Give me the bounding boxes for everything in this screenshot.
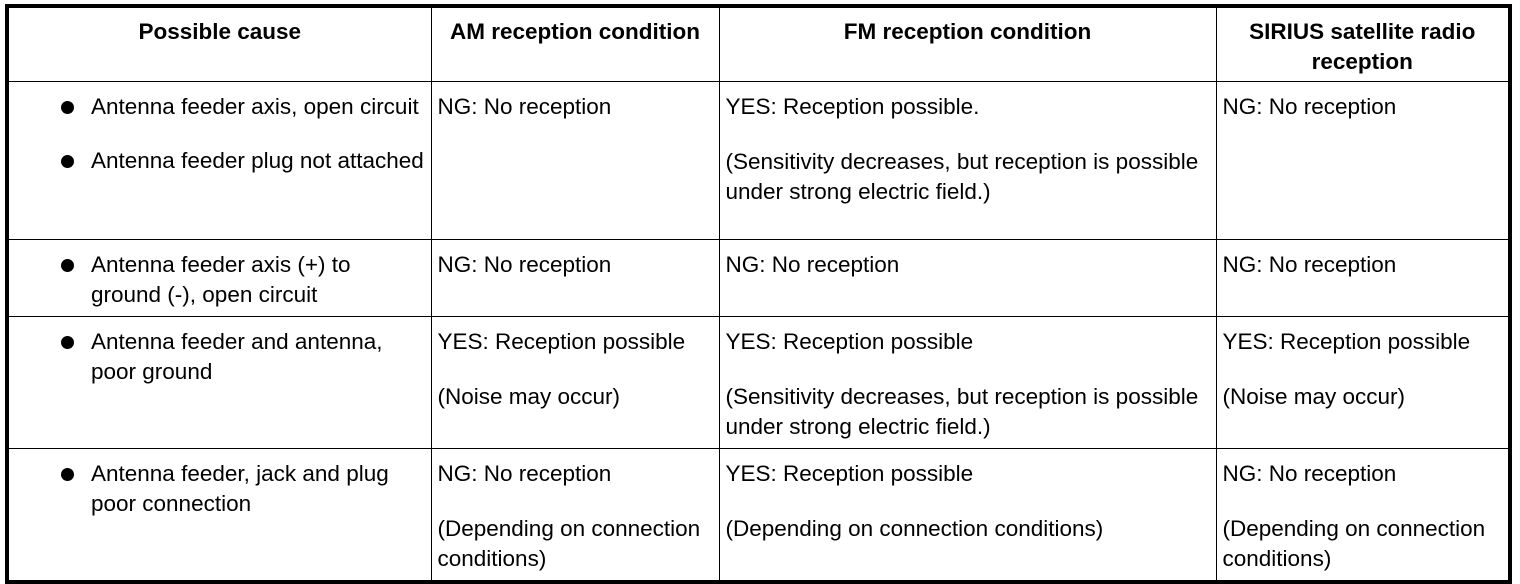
- cause-item: Antenna feeder axis (+) to ground (-), o…: [15, 250, 427, 310]
- header-possible-cause: Possible cause: [6, 5, 432, 82]
- sirius-status: NG: No reception: [1222, 252, 1397, 277]
- fm-condition-cell: YES: Reception possible (Sensitivity dec…: [718, 316, 1217, 449]
- sirius-status: NG: No reception: [1222, 94, 1397, 119]
- fm-condition-cell: YES: Reception possible (Depending on co…: [718, 448, 1217, 583]
- cause-list: Antenna feeder, jack and plug poor conne…: [15, 459, 427, 519]
- sirius-status: NG: No reception: [1222, 461, 1397, 486]
- bullet-icon: [61, 155, 74, 168]
- sirius-condition-cell: NG: No reception (Depending on connectio…: [1215, 448, 1511, 583]
- fm-status: YES: Reception possible.: [725, 94, 980, 119]
- table-row: Antenna feeder axis, open circuit Antenn…: [6, 81, 1511, 240]
- table-row: Antenna feeder axis (+) to ground (-), o…: [6, 239, 1511, 317]
- am-note: (Noise may occur): [437, 384, 621, 409]
- cause-item: Antenna feeder axis, open circuit: [15, 92, 427, 122]
- cause-text: Antenna feeder and antenna, poor ground: [91, 329, 383, 384]
- sirius-condition-cell: NG: No reception: [1215, 239, 1511, 317]
- fm-status: NG: No reception: [725, 252, 900, 277]
- cause-list: Antenna feeder and antenna, poor ground: [15, 327, 427, 387]
- cause-text: Antenna feeder plug not attached: [91, 148, 424, 173]
- cause-cell: Antenna feeder and antenna, poor ground: [6, 316, 432, 449]
- am-status: YES: Reception possible: [437, 329, 686, 354]
- cause-text: Antenna feeder axis (+) to ground (-), o…: [91, 252, 351, 307]
- cause-list: Antenna feeder axis, open circuit Antenn…: [15, 92, 427, 176]
- am-condition-cell: NG: No reception: [430, 239, 720, 317]
- header-sirius-reception: SIRIUS satellite radio reception: [1215, 5, 1511, 82]
- table-row: Antenna feeder, jack and plug poor conne…: [6, 448, 1511, 583]
- bullet-icon: [61, 468, 74, 481]
- table-row: Antenna feeder and antenna, poor ground …: [6, 316, 1511, 449]
- cause-cell: Antenna feeder axis (+) to ground (-), o…: [6, 239, 432, 317]
- sirius-condition-cell: NG: No reception: [1215, 81, 1511, 240]
- sirius-status: YES: Reception possible: [1222, 329, 1471, 354]
- am-condition-cell: NG: No reception: [430, 81, 720, 240]
- am-status: NG: No reception: [437, 461, 612, 486]
- cause-cell: Antenna feeder, jack and plug poor conne…: [6, 448, 432, 583]
- sirius-note: (Depending on connection conditions): [1222, 516, 1486, 571]
- cause-item: Antenna feeder and antenna, poor ground: [15, 327, 427, 387]
- header-am-reception: AM reception condition: [430, 5, 720, 82]
- cause-text: Antenna feeder, jack and plug poor conne…: [91, 461, 389, 516]
- fm-note: (Sensitivity decreases, but reception is…: [725, 384, 1199, 439]
- am-status: NG: No reception: [437, 94, 612, 119]
- sirius-condition-cell: YES: Reception possible (Noise may occur…: [1215, 316, 1511, 449]
- am-condition-cell: YES: Reception possible (Noise may occur…: [430, 316, 720, 449]
- am-condition-cell: NG: No reception (Depending on connectio…: [430, 448, 720, 583]
- fm-note: (Depending on connection conditions): [725, 516, 1104, 541]
- cause-item: Antenna feeder plug not attached: [15, 146, 427, 176]
- cause-text: Antenna feeder axis, open circuit: [91, 94, 419, 119]
- fm-condition-cell: YES: Reception possible. (Sensitivity de…: [718, 81, 1217, 240]
- fm-status: YES: Reception possible: [725, 461, 974, 486]
- am-note: (Depending on connection conditions): [437, 516, 701, 571]
- header-fm-reception: FM reception condition: [718, 5, 1217, 82]
- cause-list: Antenna feeder axis (+) to ground (-), o…: [15, 250, 427, 310]
- table-header-row: Possible cause AM reception condition FM…: [6, 5, 1511, 82]
- fm-condition-cell: NG: No reception: [718, 239, 1217, 317]
- bullet-icon: [61, 336, 74, 349]
- fm-note: (Sensitivity decreases, but reception is…: [725, 149, 1199, 204]
- cause-cell: Antenna feeder axis, open circuit Antenn…: [6, 81, 432, 240]
- bullet-icon: [61, 101, 74, 114]
- reception-diagnosis-table: Possible cause AM reception condition FM…: [5, 4, 1512, 584]
- cause-item: Antenna feeder, jack and plug poor conne…: [15, 459, 427, 519]
- am-status: NG: No reception: [437, 252, 612, 277]
- bullet-icon: [61, 259, 74, 272]
- fm-status: YES: Reception possible: [725, 329, 974, 354]
- sirius-note: (Noise may occur): [1222, 384, 1406, 409]
